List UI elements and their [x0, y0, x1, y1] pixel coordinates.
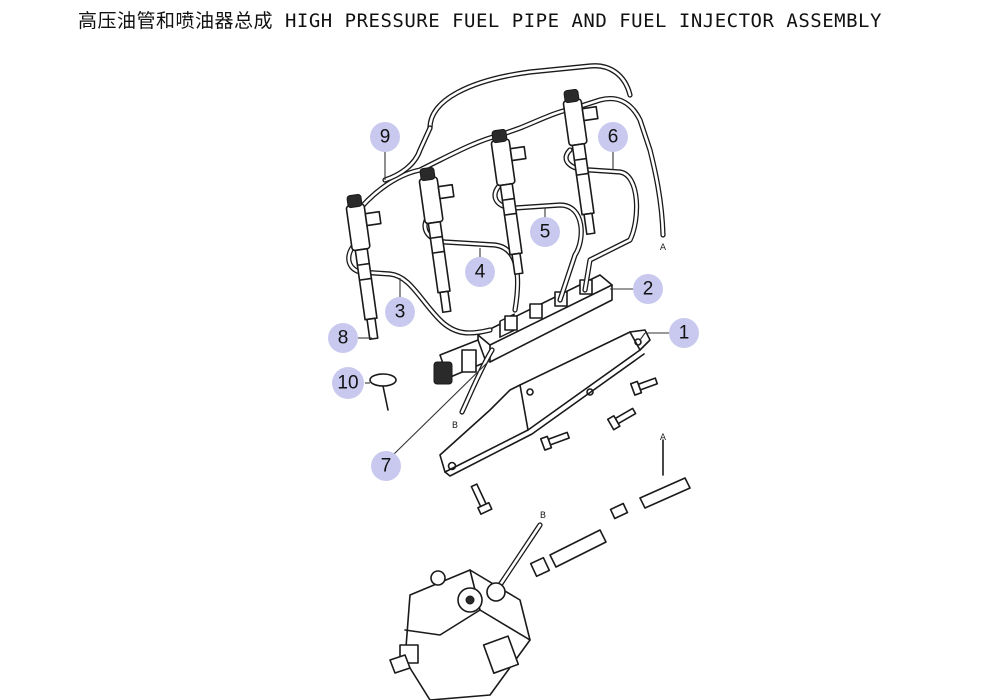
injector-3 — [490, 129, 527, 276]
callout-9[interactable]: 9 — [370, 122, 400, 152]
pipe-7 — [459, 347, 495, 415]
fuel-rail — [433, 274, 613, 385]
ref-a-bottom: A — [660, 433, 667, 443]
o-ring — [369, 373, 397, 411]
injector-2 — [418, 167, 455, 314]
callout-2[interactable]: 2 — [633, 274, 663, 304]
callout-label-6: 6 — [608, 127, 619, 148]
ref-b-top: B — [452, 421, 458, 431]
rail-pressure-sensor — [433, 339, 487, 385]
pump-feed-pipe — [497, 522, 543, 588]
ref-b-bottom: B — [540, 511, 546, 521]
injector-4 — [562, 89, 599, 236]
callout-label-1: 1 — [679, 323, 690, 344]
callout-label-3: 3 — [395, 302, 406, 323]
callout-label-10: 10 — [337, 373, 358, 394]
callout-3[interactable]: 3 — [385, 297, 415, 327]
callout-10[interactable]: 10 — [332, 367, 364, 399]
mounting-bracket — [439, 329, 651, 477]
callout-label-8: 8 — [338, 328, 349, 349]
callout-label-7: 7 — [381, 456, 392, 477]
callout-label-4: 4 — [475, 262, 486, 283]
callout-4[interactable]: 4 — [465, 257, 495, 287]
callout-6[interactable]: 6 — [598, 122, 628, 152]
high-pressure-pump — [389, 569, 531, 700]
ref-a-top: A — [660, 243, 667, 253]
ref-markers: A A B B — [452, 243, 667, 521]
callout-7[interactable]: 7 — [371, 451, 401, 481]
callout-label-5: 5 — [540, 222, 551, 243]
low-pressure-line — [529, 439, 691, 578]
diagram-title: 高压油管和喷油器总成 HIGH PRESSURE FUEL PIPE AND F… — [78, 10, 882, 32]
return-pipe — [352, 63, 666, 238]
callout-label-9: 9 — [380, 127, 391, 148]
callout-5[interactable]: 5 — [530, 217, 560, 247]
bracket-bolts — [470, 377, 659, 515]
injector-1 — [345, 194, 382, 341]
callout-1[interactable]: 1 — [669, 318, 699, 348]
callout-8[interactable]: 8 — [328, 323, 358, 353]
leader-lines — [358, 150, 670, 456]
high-pressure-pipes — [346, 147, 640, 336]
callout-label-2: 2 — [643, 279, 654, 300]
